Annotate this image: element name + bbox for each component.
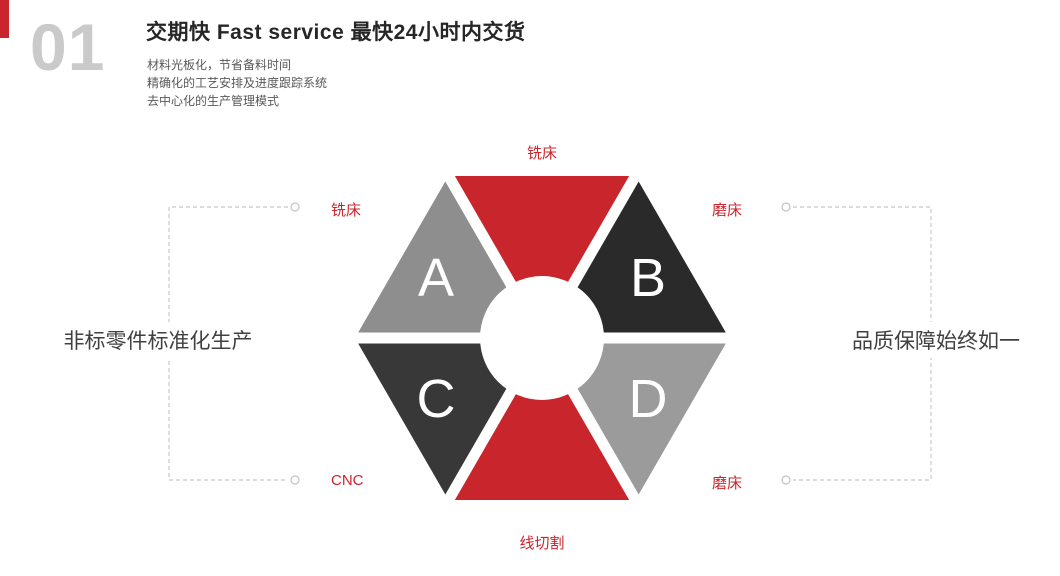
callout-left: 非标零件标准化生产	[50, 322, 266, 358]
wedge-letter-b: B	[630, 248, 666, 308]
label-grinding-bottom-right: 磨床	[712, 475, 743, 492]
label-wirecut-bottom: 线切割	[519, 535, 565, 552]
callout-right: 品质保障始终如一	[838, 322, 1034, 358]
label-grinding-top-right: 磨床	[712, 202, 743, 219]
bullet-item: 去中心化的生产管理模式	[147, 94, 280, 108]
wedge-letter-c: C	[417, 369, 456, 429]
accent-bar	[0, 0, 9, 38]
bullet-item: 材料光板化，节省备料时间	[147, 58, 292, 72]
label-milling-left: 铣床	[331, 202, 362, 219]
connector-circle-top-left	[290, 202, 300, 212]
label-milling-top: 铣床	[526, 145, 558, 162]
section-title: 交期快 Fast service 最快24小时内交货	[146, 21, 526, 44]
hex-center-circle	[480, 276, 604, 400]
connector-circle-bottom-left	[290, 475, 300, 485]
connector-circle-bottom-right	[781, 475, 791, 485]
wedge-letter-d: D	[629, 369, 668, 429]
label-cnc-bottom-left: CNC	[331, 472, 364, 489]
section-number: 01	[30, 10, 106, 84]
connector-circle-top-right	[781, 202, 791, 212]
wedge-top-milling	[448, 176, 636, 338]
section-bullets: 材料光板化，节省备料时间 精确化的工艺安排及进度跟踪系统 去中心化的生产管理模式	[147, 56, 327, 110]
wedge-bottom-wirecut	[448, 338, 636, 500]
wedge-letter-a: A	[418, 248, 454, 308]
bullet-item: 精确化的工艺安排及进度跟踪系统	[147, 76, 328, 90]
